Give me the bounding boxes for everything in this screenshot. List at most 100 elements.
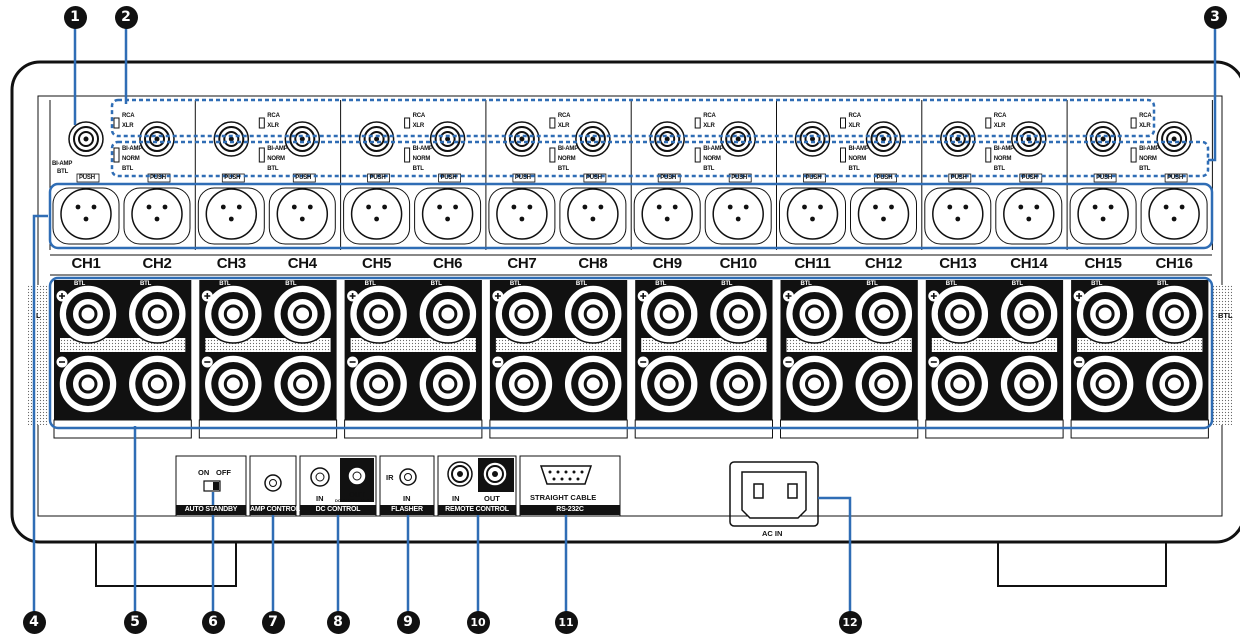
rs232c-pin — [548, 470, 552, 474]
rs232c-box — [519, 455, 621, 517]
xlr-pin — [598, 204, 604, 210]
speaker-terminal-hole — [438, 374, 458, 394]
xlr-pin — [1100, 216, 1106, 222]
speaker-terminal-hole — [514, 304, 534, 324]
xlr-housing — [1140, 187, 1208, 245]
xlr-pin — [582, 204, 588, 210]
speaker-terminal-hole — [147, 304, 167, 324]
speaker-terminal-hole — [874, 304, 894, 324]
xlr-pin — [162, 204, 168, 210]
speaker-terminal-hole — [223, 304, 243, 324]
xlr-pin — [307, 204, 313, 210]
rca-jack-pin — [1026, 136, 1032, 142]
remote-out-jack-pin — [492, 471, 498, 477]
mode-switch — [1130, 147, 1137, 163]
xlr-pin — [527, 204, 533, 210]
xlr-jack — [857, 188, 910, 240]
xlr-pin — [374, 216, 379, 222]
xlr-jack — [712, 188, 764, 240]
xlr-housing — [343, 187, 411, 245]
xlr-housing — [633, 187, 701, 245]
xlr-housing — [779, 187, 846, 245]
speaker-terminal-hole — [438, 304, 458, 324]
xlr-pin — [947, 204, 953, 210]
xlr-pin — [1163, 204, 1169, 210]
input-connectors-row — [48, 98, 1214, 276]
plus-glyph — [204, 293, 211, 299]
push-tab — [874, 173, 897, 183]
xlr-pin — [291, 204, 297, 210]
control-jacks — [175, 455, 819, 527]
xlr-jack — [1003, 188, 1055, 240]
flasher-jack-hole — [404, 473, 412, 481]
rca-jack-pin — [228, 136, 234, 142]
xlr-housing — [488, 187, 556, 245]
xlr-pin — [445, 216, 450, 222]
ac-in-pin — [753, 483, 764, 499]
speaker-terminal-hole — [293, 304, 313, 324]
rca-xlr-switch — [840, 117, 846, 129]
mode-switch — [113, 147, 120, 163]
xlr-pin — [881, 216, 886, 222]
xlr-jack — [567, 188, 619, 240]
xlr-pin — [236, 204, 242, 210]
push-tab — [147, 173, 171, 183]
auto-standby-switch-knob — [213, 482, 219, 490]
plus-glyph — [640, 293, 647, 299]
rca-jack-pin — [83, 136, 89, 142]
xlr-jack — [350, 188, 403, 240]
xlr-pin — [656, 204, 662, 210]
xlr-pin — [299, 216, 305, 222]
xlr-jack — [1077, 188, 1129, 240]
rca-jack-pin — [735, 136, 741, 142]
mode-switch — [404, 147, 411, 163]
xlr-pin — [366, 204, 371, 210]
rca-xlr-switch — [1130, 117, 1137, 129]
rca-jack-pin — [299, 136, 305, 142]
mode-switch — [549, 147, 556, 163]
rs232c-pin — [560, 477, 564, 481]
xlr-jack — [205, 188, 258, 240]
rs232c-pin — [576, 477, 580, 481]
xlr-jack — [421, 188, 474, 240]
mode-switch — [985, 147, 992, 163]
speaker-terminal-hole — [950, 374, 970, 394]
speaker-terminal-hole — [78, 374, 98, 394]
xlr-pin — [1108, 204, 1114, 210]
callout-lines — [32, 28, 1217, 612]
rca-jack-pin — [154, 136, 160, 142]
push-tab — [728, 173, 752, 183]
push-tab — [221, 173, 245, 183]
xlr-housing — [559, 187, 627, 245]
speaker-highlight — [48, 276, 1214, 430]
xlr-jack — [276, 188, 329, 240]
rca-xlr-switch — [404, 117, 411, 129]
xlr-jack — [60, 188, 112, 240]
speaker-terminals — [28, 276, 1232, 439]
xlr-pin — [590, 216, 596, 222]
rca-xlr-switch — [985, 117, 992, 129]
xlr-pin — [1171, 216, 1177, 222]
speaker-terminal-hole — [729, 374, 748, 394]
switch-highlight-top — [110, 98, 1156, 138]
rca-jack-pin — [1171, 136, 1177, 142]
push-tab — [367, 173, 391, 183]
xlr-pin — [1179, 204, 1185, 210]
callout-line-12 — [818, 496, 852, 612]
xlr-jack — [496, 188, 548, 240]
rca-xlr-switch — [694, 117, 701, 129]
push-tab — [76, 173, 100, 183]
xlr-housing — [704, 187, 772, 245]
plus-glyph — [785, 293, 792, 299]
rs232c-pin — [556, 470, 560, 474]
plus-glyph — [349, 293, 356, 299]
xlr-housing — [52, 187, 120, 245]
auto-standby-switch — [203, 480, 221, 492]
ac-in-box — [729, 461, 819, 527]
rca-jack-pin — [1100, 136, 1106, 142]
speaker-terminal-hole — [369, 374, 389, 394]
speaker-terminal-hole — [1164, 374, 1184, 394]
xlr-pin — [818, 204, 823, 210]
xlr-pin — [75, 204, 81, 210]
rca-jack-pin — [664, 136, 670, 142]
